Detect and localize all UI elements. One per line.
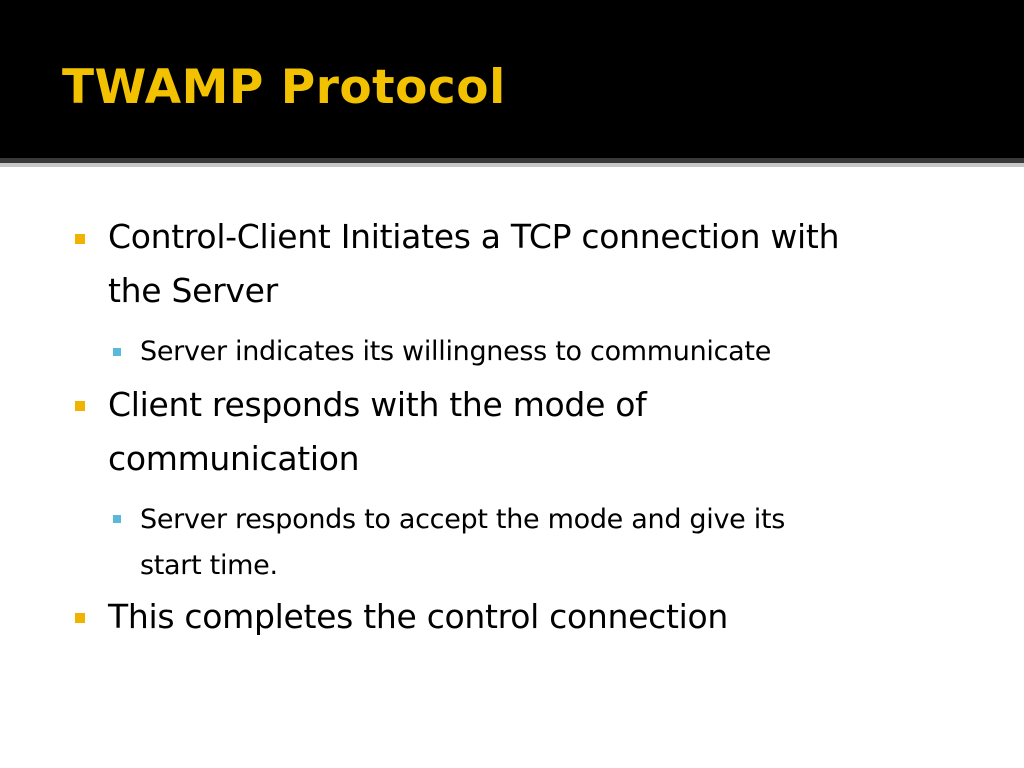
- bullet-3: This completes the control connection: [108, 597, 728, 636]
- title-bar: TWAMP Protocol: [0, 0, 1024, 158]
- bullet-1-line-2: the Server: [108, 271, 278, 310]
- sub-bullet-2-line-2: start time.: [140, 550, 278, 581]
- bullet-marker-3: [75, 613, 85, 623]
- bullet-1-line-1: Control-Client Initiates a TCP connectio…: [108, 217, 840, 256]
- sub-bullet-marker-2: [113, 515, 121, 523]
- bullet-2-line-1: Client responds with the mode of: [108, 385, 647, 424]
- sub-bullet-2-line-1: Server responds to accept the mode and g…: [140, 504, 786, 535]
- sub-bullet-1: Server indicates its willingness to comm…: [140, 336, 772, 367]
- title-divider-dark: [0, 158, 1024, 163]
- bullet-2-line-2: communication: [108, 439, 360, 478]
- sub-bullet-marker-1: [113, 348, 121, 356]
- bullet-marker-2: [75, 401, 85, 411]
- slide-title: TWAMP Protocol: [62, 60, 506, 115]
- bullet-marker-1: [75, 234, 85, 244]
- title-divider-light: [0, 163, 1024, 167]
